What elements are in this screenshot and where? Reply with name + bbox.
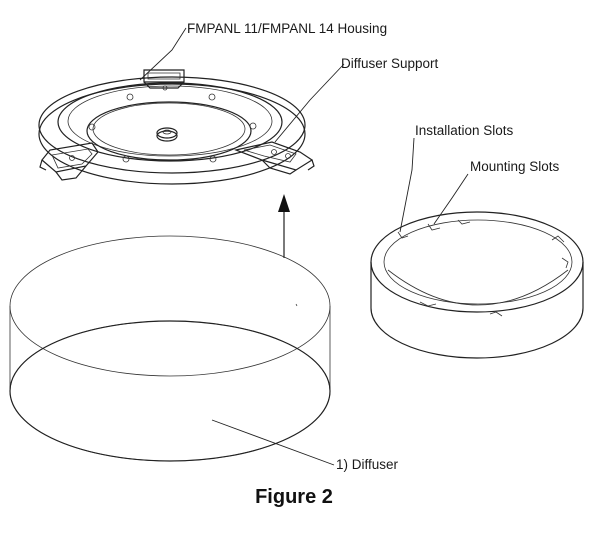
diffuser-support-label: Diffuser Support	[341, 56, 439, 71]
installation-slots	[397, 231, 569, 317]
leader-lines	[139, 27, 469, 466]
assembly-arrow	[278, 194, 290, 258]
mounting-slots-label: Mounting Slots	[470, 159, 560, 174]
diffuser-label: 1) Diffuser	[336, 457, 399, 472]
center-knob	[156, 127, 178, 142]
right-support-bracket	[233, 141, 315, 175]
installation-slots-label: Installation Slots	[415, 123, 514, 138]
diffuser-drawing	[9, 235, 331, 462]
top-bracket	[143, 69, 185, 89]
figure-caption: Figure 2	[255, 486, 333, 508]
mounting-ring-drawing	[370, 211, 584, 359]
housing-drawing	[38, 69, 315, 185]
housing-label: FMPANL 11/FMPANL 14 Housing	[187, 21, 387, 36]
mounting-slots	[427, 219, 471, 231]
left-support-bracket	[39, 142, 99, 181]
